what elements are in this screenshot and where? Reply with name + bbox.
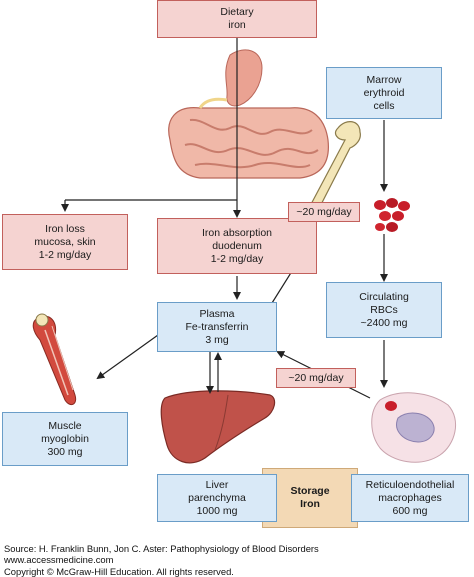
muscle-arm-icon bbox=[32, 313, 77, 406]
liver-parenchyma-box: Liver parenchyma 1000 mg bbox=[157, 474, 277, 522]
storage-iron-box: Storage Iron bbox=[262, 468, 358, 528]
box-line: iron bbox=[228, 19, 246, 31]
box-line: 600 mg bbox=[392, 504, 428, 517]
box-line: Fe-transferrin bbox=[185, 320, 249, 333]
box-line: Dietary bbox=[220, 6, 254, 18]
marrow-erythroid-box: Marrow erythroid cells bbox=[326, 67, 442, 119]
box-line: mucosa, skin bbox=[34, 235, 96, 248]
dietary-iron-box: Dietary iron bbox=[157, 0, 317, 38]
iron-absorption-box: Iron absorption duodenum 1-2 mg/day bbox=[157, 218, 317, 274]
box-line: duodenum bbox=[212, 239, 262, 252]
box-line: parenchyma bbox=[188, 491, 246, 504]
liver-icon bbox=[160, 390, 276, 464]
box-line: Plasma bbox=[199, 307, 235, 320]
source-credit: Source: H. Franklin Bunn, Jon C. Aster: … bbox=[4, 543, 319, 577]
to-marrow-rate-box: ~20 mg/day bbox=[288, 202, 360, 222]
box-line: Circulating bbox=[359, 290, 409, 303]
iron-loss-box: Iron loss mucosa, skin 1-2 mg/day bbox=[2, 214, 128, 270]
box-line: cells bbox=[373, 99, 395, 112]
box-line: 1-2 mg/day bbox=[38, 248, 92, 261]
plasma-box: Plasma Fe-transferrin 3 mg bbox=[157, 302, 277, 352]
box-line: ~20 mg/day bbox=[288, 371, 344, 384]
circulating-rbcs-box: Circulating RBCs ~2400 mg bbox=[326, 282, 442, 338]
box-line: Marrow bbox=[366, 73, 402, 86]
red-blood-cells-icon bbox=[374, 198, 410, 232]
box-line: Iron absorption bbox=[201, 226, 273, 239]
box-line: 3 mg bbox=[205, 333, 229, 346]
box-line: Reticuloendothelial bbox=[365, 478, 455, 491]
box-line: Muscle bbox=[48, 419, 82, 432]
box-line: erythroid bbox=[363, 86, 405, 99]
source-line: Source: H. Franklin Bunn, Jon C. Aster: … bbox=[4, 543, 319, 554]
box-line: RBCs bbox=[370, 303, 398, 316]
box-line: 300 mg bbox=[47, 445, 83, 458]
box-line: Iron bbox=[300, 498, 320, 510]
box-line: Iron loss bbox=[45, 222, 85, 235]
muscle-myoglobin-box: Muscle myoglobin 300 mg bbox=[2, 412, 128, 466]
stomach-intestine-icon bbox=[168, 49, 329, 179]
recycle-rate-box: ~20 mg/day bbox=[276, 368, 356, 388]
macrophage-icon bbox=[371, 392, 456, 463]
box-line: macrophages bbox=[378, 491, 442, 504]
reticuloendothelial-box: Reticuloendothelial macrophages 600 mg bbox=[351, 474, 469, 522]
box-line: myoglobin bbox=[41, 432, 89, 445]
box-line: 1-2 mg/day bbox=[210, 252, 264, 265]
box-line: ~20 mg/day bbox=[296, 205, 352, 218]
box-line: Liver bbox=[205, 478, 229, 491]
box-line: Storage bbox=[290, 485, 330, 497]
box-line: ~2400 mg bbox=[360, 316, 408, 329]
source-line: www.accessmedicine.com bbox=[4, 554, 114, 566]
source-line: Copyright © McGraw-Hill Education. All r… bbox=[4, 565, 234, 577]
box-line: 1000 mg bbox=[196, 504, 238, 517]
